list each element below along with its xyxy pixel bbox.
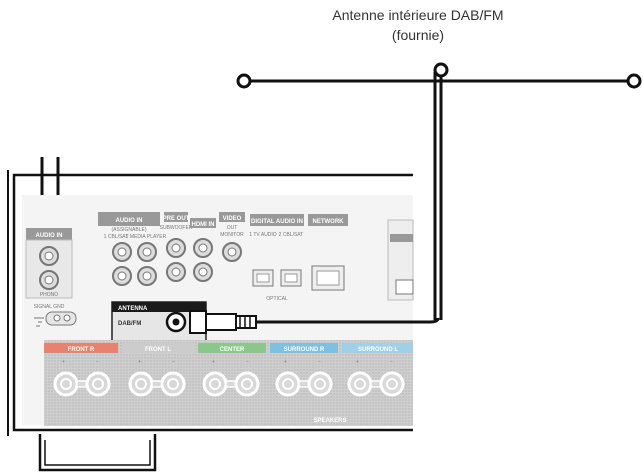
monitor-label: MONITOR	[220, 232, 244, 238]
antenna-label: ANTENNA	[118, 306, 148, 312]
optical-label: OPTICAL	[266, 296, 288, 302]
center-plus: +	[212, 359, 215, 365]
center-label: CENTER	[220, 347, 245, 353]
audio-in-left-label: AUDIO IN	[36, 233, 63, 239]
antenna-caption-line2: (fournie)	[392, 27, 444, 43]
center-minus: −	[246, 359, 249, 365]
cbl-sat-2-label: 2 CBL/SAT	[279, 232, 304, 238]
media-player-label: 2 MEDIA PLAYER	[126, 234, 167, 240]
subwoofer-label: SUBWOOFER	[160, 225, 193, 231]
digital-audio-label: DIGITAL AUDIO IN	[251, 219, 303, 225]
front-l-label: FRONT L	[145, 347, 171, 353]
antenna-caption-line1: Antenne intérieure DAB/FM	[332, 7, 503, 23]
dab-fm-antenna	[236, 62, 642, 320]
coax-plug-body	[205, 313, 237, 331]
antenna-cable	[189, 310, 440, 334]
surround-l-label: SURROUND L	[358, 347, 398, 353]
antenna-pin-left	[236, 73, 252, 89]
coax-plug-strain-relief	[235, 315, 257, 329]
antenna-pin-center	[433, 62, 449, 78]
hdmi-right-section	[387, 219, 414, 301]
surround-r-plus: +	[284, 359, 287, 365]
network-section: NETWORK	[308, 214, 348, 291]
audio-in-section: AUDIO IN (ASSIGNABLE) 1 CBL/SAT 2 MEDIA …	[98, 212, 167, 286]
video-label: VIDEO	[223, 216, 242, 222]
signal-gnd-terminal	[45, 311, 77, 326]
tv-audio-label: 1 TV AUDIO	[249, 232, 277, 238]
speakers-label: SPEAKERS	[313, 418, 346, 424]
surround-r-label: SURROUND R	[284, 347, 325, 353]
surround-r-minus: −	[318, 359, 321, 365]
dab-fm-label: DAB/FM	[118, 321, 141, 327]
phono-label: PHONO	[40, 292, 58, 298]
front-r-minus: −	[96, 359, 99, 365]
cbl-sat-label: 1 CBL/SAT	[104, 234, 129, 240]
phono-section: AUDIO IN PHONO SIGNAL GND	[25, 228, 77, 327]
pre-out-section: PRE OUT SUBWOOFER	[160, 212, 193, 282]
center-header	[198, 343, 266, 353]
front-l-header	[122, 343, 194, 353]
pre-out-label: PRE OUT	[163, 216, 190, 222]
assignable-label: (ASSIGNABLE)	[111, 227, 146, 233]
coax-plug-sleeve	[189, 310, 207, 334]
surround-l-plus: +	[356, 359, 359, 365]
surround-l-minus: −	[390, 359, 393, 365]
front-r-plus: +	[62, 359, 65, 365]
front-r-header	[44, 343, 118, 353]
speaker-terminals	[53, 371, 405, 397]
video-section: HDMI IN VIDEO OUT MONITOR	[190, 212, 245, 282]
hdmi-in-label: HDMI IN	[192, 222, 215, 228]
surround-l-header	[342, 343, 413, 353]
antenna-pin-right	[626, 73, 642, 89]
network-label: NETWORK	[313, 219, 345, 225]
front-l-minus: −	[172, 359, 175, 365]
video-out-label: OUT	[227, 225, 238, 231]
front-r-label: FRONT R	[68, 347, 95, 353]
front-l-plus: +	[138, 359, 141, 365]
speakers-section: FRONT R FRONT L CENTER SURROUND R SURROU…	[44, 340, 413, 426]
digital-audio-section: DIGITAL AUDIO IN 1 TV AUDIO 2 CBL/SAT OP…	[249, 214, 304, 302]
surround-r-header	[270, 343, 338, 353]
audio-in-main-label: AUDIO IN	[116, 218, 143, 224]
signal-gnd-label: SIGNAL GND	[34, 304, 65, 310]
